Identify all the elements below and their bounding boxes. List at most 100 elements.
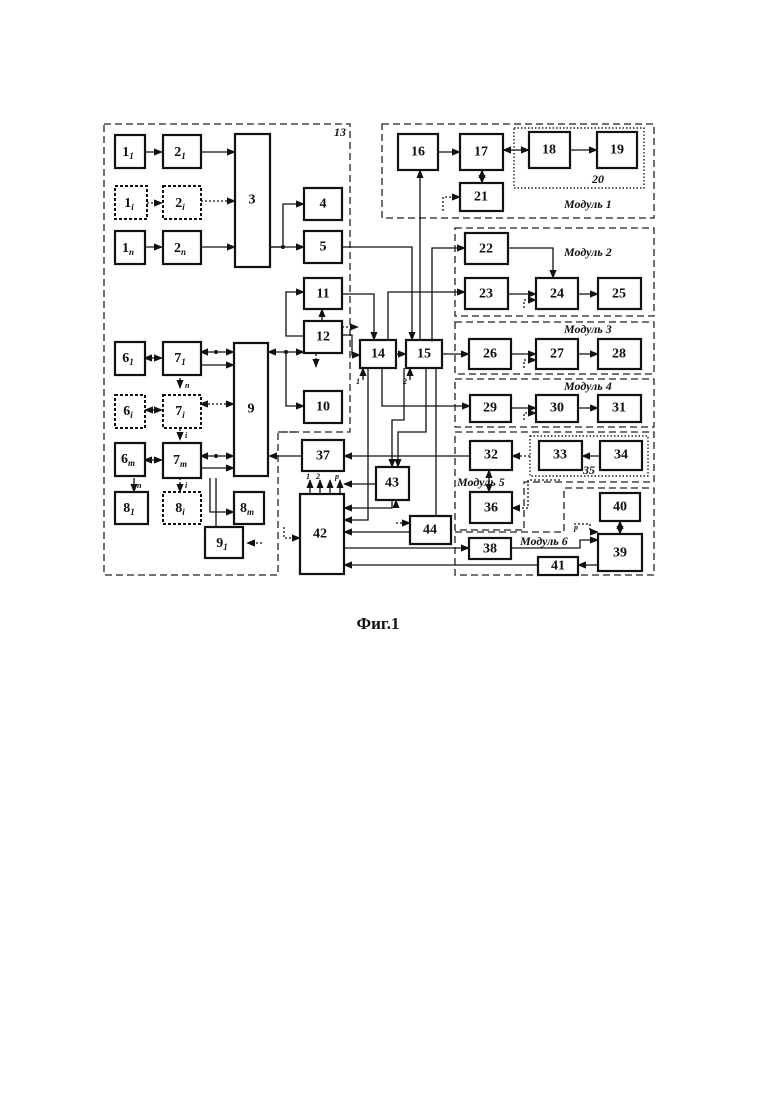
group-13-label: 13 (334, 125, 346, 139)
svg-text:15: 15 (417, 347, 431, 362)
block-2-i: 2i (163, 186, 201, 219)
svg-text:16: 16 (411, 145, 425, 160)
svg-text:42: 42 (313, 527, 327, 542)
block-44: 44 (410, 516, 451, 544)
mark-15-in: 2 (402, 377, 407, 386)
mark-7-1-out: n (185, 381, 190, 390)
block-41: 41 (538, 557, 578, 575)
svg-text:36: 36 (484, 501, 498, 516)
block-21: 21 (460, 183, 503, 211)
svg-text:32: 32 (484, 448, 498, 463)
block-7-1: 71 (163, 342, 201, 375)
block-4: 4 (304, 188, 342, 220)
block-3: 3 (235, 134, 270, 267)
mark-7-i-out: i (185, 431, 188, 440)
block-2-n: 2n (163, 231, 201, 264)
block-9-1: 91 (205, 527, 243, 558)
block-8-i: 8i (163, 492, 201, 524)
block-43: 43 (376, 467, 409, 500)
mark-42-p: p (334, 472, 339, 481)
block-17: 17 (460, 134, 503, 170)
svg-text:11: 11 (316, 287, 329, 302)
svg-text:3: 3 (249, 193, 256, 208)
svg-text:5: 5 (320, 240, 327, 255)
mark-8-i-in: i (185, 481, 188, 490)
svg-text:29: 29 (483, 401, 497, 416)
block-38: 38 (469, 538, 511, 559)
block-16: 16 (398, 134, 438, 170)
block-42: 42 (300, 494, 344, 574)
mark-42-2: 2 (315, 472, 320, 481)
svg-text:17: 17 (474, 145, 488, 160)
svg-text:24: 24 (550, 287, 564, 302)
block-28: 28 (598, 339, 641, 369)
block-22: 22 (465, 233, 508, 264)
mark-7-m-out: n (137, 481, 142, 490)
svg-text:27: 27 (550, 347, 564, 362)
block-6-i: 6i (115, 395, 145, 428)
block-19: 19 (597, 132, 637, 168)
block-6-1: 61 (115, 342, 145, 375)
module-4-label: Модуль 4 (563, 379, 612, 393)
svg-text:19: 19 (610, 143, 624, 158)
svg-text:12: 12 (316, 330, 330, 345)
block-23: 23 (465, 278, 508, 309)
block-1-i: 1i (115, 186, 147, 219)
figure-caption: Фиг.1 (357, 614, 400, 633)
mark-14-in: 1 (356, 377, 360, 386)
svg-text:31: 31 (612, 401, 626, 416)
block-25: 25 (598, 278, 641, 309)
block-14: 14 (360, 340, 396, 368)
block-2-1: 21 (163, 135, 201, 168)
block-39: 39 (598, 534, 642, 571)
block-37: 37 (302, 440, 344, 471)
group-20-label: 20 (591, 172, 604, 186)
svg-text:23: 23 (479, 287, 493, 302)
svg-text:39: 39 (613, 546, 627, 561)
block-8-1: 81 (115, 492, 148, 524)
block-31: 31 (598, 395, 641, 422)
block-26: 26 (469, 339, 511, 369)
svg-text:41: 41 (551, 559, 565, 574)
svg-text:26: 26 (483, 347, 497, 362)
block-33: 33 (539, 441, 582, 470)
mark-39-p: p (573, 523, 578, 532)
svg-text:22: 22 (479, 242, 493, 257)
svg-text:43: 43 (385, 476, 399, 491)
module-2-label: Модуль 2 (563, 245, 612, 259)
module-1-label: Модуль 1 (563, 197, 612, 211)
block-9: 9 (234, 343, 268, 476)
block-1-1: 11 (115, 135, 145, 168)
svg-text:34: 34 (614, 448, 628, 463)
block-12: 12 (304, 321, 342, 353)
svg-text:40: 40 (613, 500, 627, 515)
block-34: 34 (600, 441, 642, 470)
svg-text:37: 37 (316, 449, 330, 464)
svg-text:10: 10 (316, 400, 330, 415)
module-6-label: Модуль 6 (519, 534, 568, 548)
svg-text:33: 33 (553, 448, 567, 463)
block-30: 30 (536, 395, 578, 422)
block-32: 32 (470, 441, 512, 470)
block-6-m: 6m (115, 443, 145, 476)
module-3-label: Модуль 3 (563, 322, 612, 336)
svg-text:38: 38 (483, 542, 497, 557)
block-15: 15 (406, 340, 442, 368)
block-27: 27 (536, 339, 578, 369)
svg-text:28: 28 (612, 347, 626, 362)
block-29: 29 (470, 395, 511, 422)
block-10: 10 (304, 391, 342, 423)
module-5-label: Модуль 5 (456, 475, 505, 489)
svg-text:25: 25 (612, 287, 626, 302)
svg-text:30: 30 (550, 401, 564, 416)
svg-text:4: 4 (320, 197, 327, 212)
block-5: 5 (304, 231, 342, 263)
block-1-n: 1n (115, 231, 145, 264)
block-40: 40 (600, 493, 640, 521)
block-18: 18 (529, 132, 570, 168)
svg-text:21: 21 (474, 190, 488, 205)
svg-text:9: 9 (248, 402, 255, 417)
block-7-i: 7i (163, 395, 201, 428)
svg-text:18: 18 (542, 143, 556, 158)
